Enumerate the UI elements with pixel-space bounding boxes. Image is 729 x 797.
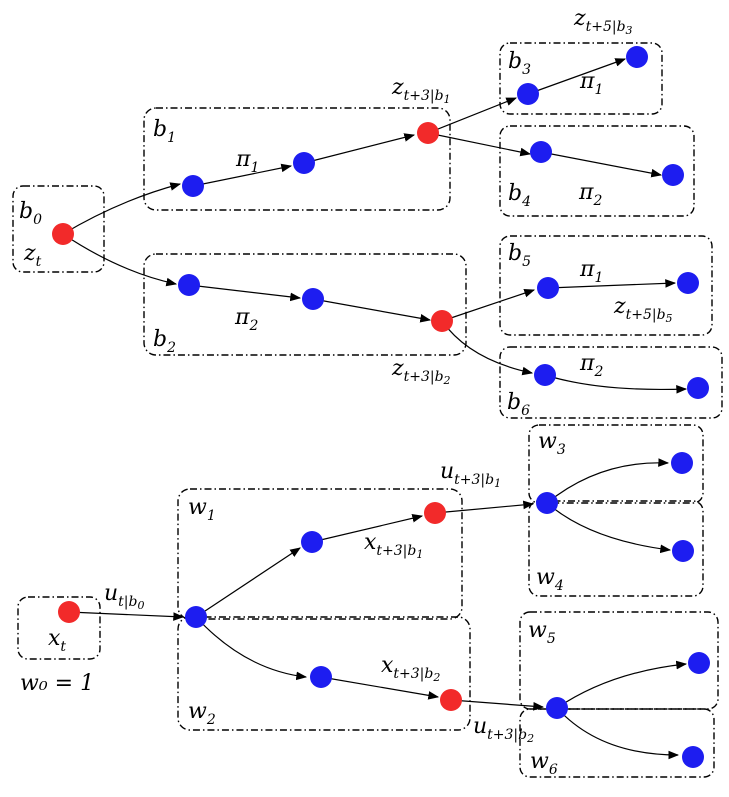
- edge-w1-1: [195, 547, 301, 618]
- box-w5: [519, 611, 719, 710]
- edge-w5: [556, 660, 688, 709]
- label-x-b1: xt+3|b1: [364, 530, 423, 561]
- node-w2-1: [310, 666, 332, 688]
- label-w1: w1: [188, 495, 216, 524]
- box-b3: [499, 42, 663, 115]
- label-pi-b2: π2: [234, 305, 258, 334]
- edge-xt-to-w: [68, 611, 185, 621]
- edge-b6: [544, 374, 688, 394]
- label-x-b2: xt+3|b2: [381, 653, 440, 684]
- edge-w2-1: [195, 616, 308, 681]
- label-z-b3: zt+5|b3: [573, 6, 633, 37]
- label-pi-b3: π1: [579, 69, 603, 98]
- label-w5: w5: [528, 618, 556, 647]
- node-b3-2: [626, 46, 648, 68]
- label-zt: zt: [23, 241, 42, 270]
- label-w3: w3: [538, 429, 566, 458]
- edge-b1-2: [303, 133, 416, 164]
- label-w2: w2: [188, 699, 216, 728]
- edge-xb1-to-branch: [434, 500, 535, 514]
- node-b2-2: [302, 288, 324, 310]
- node-x-b1: [424, 502, 446, 524]
- node-w4: [672, 540, 694, 562]
- label-b1: b1: [153, 117, 176, 146]
- label-b5: b5: [508, 241, 531, 270]
- edge-b3: [527, 58, 627, 95]
- node-w-root: [185, 606, 207, 628]
- label-pi-b4: π2: [578, 180, 602, 209]
- node-w1-1: [301, 531, 323, 553]
- label-b4: b4: [508, 181, 531, 210]
- edge-w2-2: [320, 676, 440, 700]
- edge-w6: [556, 707, 680, 760]
- edge-w1-2: [311, 514, 424, 543]
- node-b4-2: [662, 164, 684, 186]
- node-w6: [682, 746, 704, 768]
- box-b4: [499, 125, 695, 217]
- label-u-b2: ut+3|b2: [473, 714, 534, 745]
- box-x0: [17, 596, 101, 660]
- label-xt: xt: [48, 626, 66, 655]
- edge-b1-1: [192, 163, 293, 187]
- node-b6-2: [687, 377, 709, 399]
- label-z-b2: zt+3|b2: [391, 356, 451, 387]
- box-b1: [143, 107, 451, 211]
- box-w4: [528, 500, 704, 597]
- edge-root-to-b1: [62, 182, 182, 235]
- label-pi-b1: π1: [235, 147, 259, 176]
- node-x-b2: [440, 689, 462, 711]
- node-b5-1: [537, 277, 559, 299]
- box-w1: [177, 488, 463, 620]
- label-u-b1: ut+3|b1: [440, 459, 501, 490]
- box-b5: [499, 235, 713, 336]
- box-b6: [499, 346, 723, 419]
- edge-zb1-to-b4: [427, 132, 532, 157]
- edge-zb2-to-b5: [441, 289, 536, 322]
- node-b1-1: [182, 175, 204, 197]
- edge-root-to-b2: [62, 233, 178, 287]
- box-b2: [143, 253, 467, 356]
- label-pi-b6: π2: [579, 351, 603, 380]
- node-b2-1: [178, 274, 200, 296]
- label-pi-b5: π1: [579, 257, 603, 286]
- box-w3: [528, 424, 704, 504]
- node-xt: [58, 601, 80, 623]
- label-b6: b6: [507, 390, 530, 419]
- box-w6: [519, 708, 715, 778]
- edge-w4: [546, 502, 672, 554]
- edge-b2-1: [188, 284, 302, 302]
- node-b1-2: [293, 152, 315, 174]
- label-z-b5: zt+5|b5: [613, 294, 673, 325]
- label-z-b1: zt+3|b1: [391, 75, 451, 106]
- label-w4: w4: [536, 565, 564, 594]
- edge-zb1-to-b3: [427, 97, 518, 134]
- node-b4-1: [530, 141, 552, 163]
- label-w6: w6: [530, 749, 558, 778]
- label-w0: w₀ = 1: [20, 671, 94, 696]
- edge-xb2-to-branch: [450, 699, 545, 711]
- label-u0: ut|b0: [104, 581, 144, 612]
- label-b0: b0: [19, 199, 42, 228]
- node-w3: [671, 452, 693, 474]
- label-b3: b3: [508, 49, 531, 78]
- node-zt: [52, 223, 74, 245]
- node-z-b1: [417, 122, 439, 144]
- edge-b2-2: [312, 298, 432, 323]
- node-b5-2: [677, 272, 699, 294]
- box-b0: [12, 185, 105, 273]
- node-w5: [688, 652, 710, 674]
- node-w56-root: [546, 697, 568, 719]
- edge-w3: [546, 458, 670, 504]
- edge-zb2-to-b6: [441, 320, 534, 376]
- edge-b4: [540, 151, 663, 178]
- node-w34-root: [536, 492, 558, 514]
- edge-b5: [547, 279, 677, 289]
- node-z-b2: [431, 310, 453, 332]
- node-b6-1: [534, 364, 556, 386]
- label-b2: b2: [153, 327, 176, 356]
- box-w2: [177, 616, 471, 731]
- node-b3-1: [517, 83, 539, 105]
